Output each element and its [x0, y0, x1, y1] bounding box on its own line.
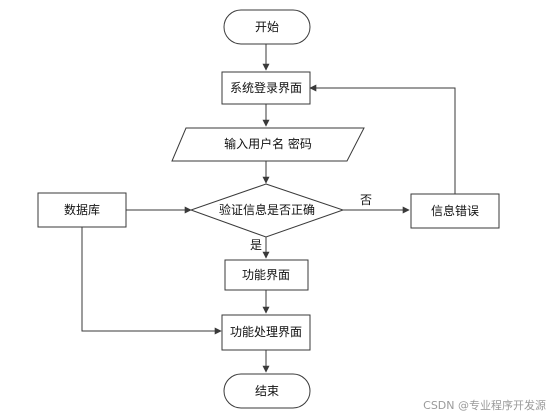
verify-decision-node: 验证信息是否正确: [189, 183, 345, 238]
func-ui-node: 功能界面: [224, 259, 309, 291]
start-node: 开始: [223, 9, 311, 45]
watermark-text: CSDN @专业程序开发源: [423, 398, 546, 412]
end-label: 结束: [255, 384, 279, 398]
edge-label-no: 否: [360, 193, 372, 207]
error-node: 信息错误: [410, 193, 500, 229]
edge-label-yes: 是: [250, 238, 262, 252]
database-node: 数据库: [37, 192, 127, 228]
edge-database-funcprocess: [81, 227, 222, 335]
func-process-label: 功能处理界面: [230, 325, 302, 339]
error-label: 信息错误: [431, 203, 479, 218]
database-label: 数据库: [64, 202, 100, 217]
input-node: 输入用户名 密码: [171, 127, 365, 162]
start-label: 开始: [255, 20, 279, 34]
login-node: 系统登录界面: [221, 71, 311, 105]
login-label: 系统登录界面: [230, 80, 302, 95]
input-label: 输入用户名 密码: [224, 136, 312, 151]
verify-label: 验证信息是否正确: [219, 202, 315, 217]
end-node: 结束: [223, 373, 311, 409]
func-ui-label: 功能界面: [242, 268, 290, 282]
func-process-node: 功能处理界面: [221, 314, 311, 351]
edge-error-login: [309, 84, 456, 194]
